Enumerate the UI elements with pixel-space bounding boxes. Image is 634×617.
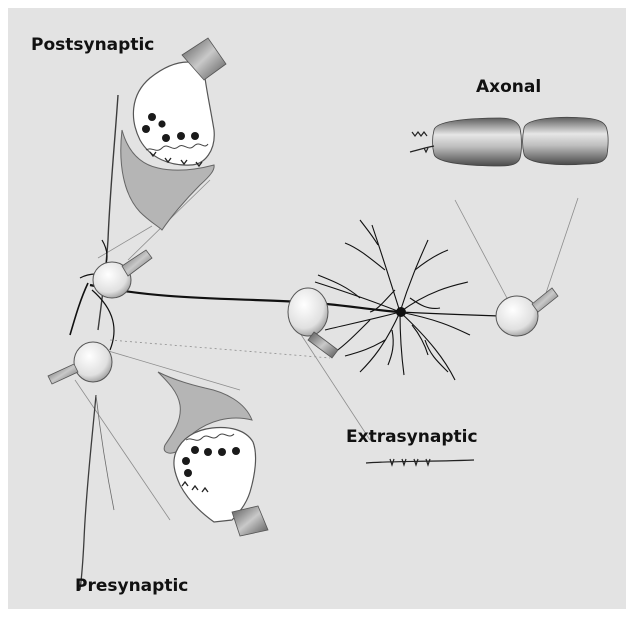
label-presynaptic: Presynaptic <box>75 576 188 596</box>
postsynaptic-terminal-inset <box>121 38 226 230</box>
label-postsynaptic: Postsynaptic <box>31 35 154 55</box>
extrasynaptic-inset <box>366 459 474 465</box>
neuron-soma <box>396 307 406 317</box>
label-extrasynaptic: Extrasynaptic <box>346 427 478 447</box>
pipette-postsynaptic <box>93 250 152 298</box>
axonal-inset <box>410 117 608 166</box>
label-axonal: Axonal <box>476 77 541 97</box>
pipette-presynaptic <box>48 342 112 384</box>
dendritic-tree <box>315 220 470 380</box>
presynaptic-terminal-inset <box>158 372 268 536</box>
pipette-extrasynaptic <box>288 288 338 358</box>
